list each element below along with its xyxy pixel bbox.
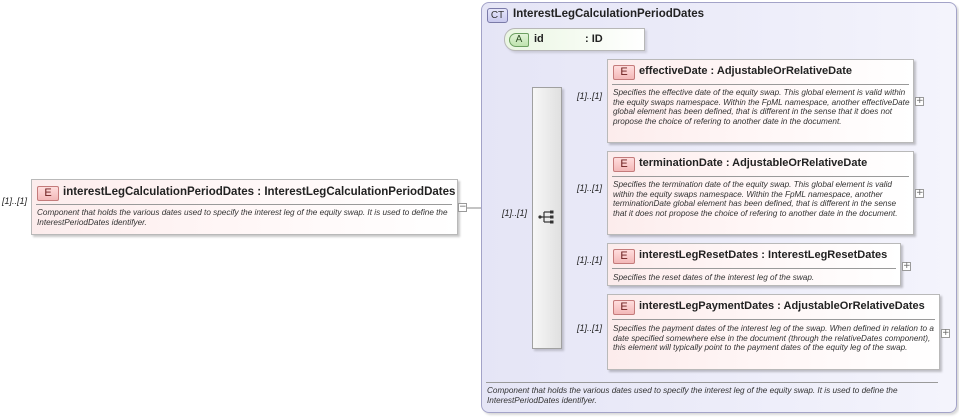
expand-icon[interactable]: + — [902, 261, 911, 271]
root-element-title: interestLegCalculationPeriodDates : Inte… — [63, 186, 455, 198]
child-multiplicity: [1]..[1] — [577, 183, 603, 193]
expand-icon[interactable]: + — [915, 188, 924, 198]
element-terminationDate[interactable]: E terminationDate : AdjustableOrRelative… — [607, 151, 914, 235]
divider — [612, 84, 909, 85]
element-description: Specifies the effective date of the equi… — [613, 88, 910, 126]
element-name: interestLegResetDates — [639, 249, 759, 261]
element-name: effectiveDate — [639, 65, 708, 77]
element-name: terminationDate — [639, 157, 723, 169]
complex-type-badge-icon: CT — [487, 8, 508, 23]
element-badge-icon: E — [613, 249, 635, 264]
element-badge-icon: E — [613, 65, 635, 80]
element-name: interestLegPaymentDates — [639, 300, 775, 312]
type-separator: : — [777, 300, 781, 312]
attribute-type: ID — [591, 33, 603, 45]
element-type: AdjustableOrRelativeDate — [732, 157, 868, 169]
attribute-id-box[interactable]: A id : ID — [504, 28, 645, 51]
divider — [612, 319, 935, 320]
element-badge-icon: E — [37, 186, 59, 201]
element-effectiveDate[interactable]: E effectiveDate : AdjustableOrRelativeDa… — [607, 59, 914, 143]
collapse-icon[interactable]: − — [458, 202, 467, 212]
divider — [612, 268, 896, 269]
type-separator: : — [257, 186, 262, 198]
element-title: interestLegResetDates : InterestLegReset… — [639, 249, 887, 261]
element-badge-icon: E — [613, 157, 635, 172]
type-separator: : — [585, 33, 589, 45]
complex-type-description: Component that holds the various dates u… — [487, 386, 898, 405]
child-multiplicity: [1]..[1] — [577, 255, 603, 265]
sequence-multiplicity: [1]..[1] — [502, 208, 528, 218]
attribute-type-label: : ID — [585, 33, 603, 45]
element-title: effectiveDate : AdjustableOrRelativeDate — [639, 65, 852, 77]
element-title: terminationDate : AdjustableOrRelativeDa… — [639, 157, 867, 169]
element-interestLegResetDates[interactable]: E interestLegResetDates : InterestLegRes… — [607, 243, 901, 286]
complex-type-title: InterestLegCalculationPeriodDates — [513, 8, 705, 20]
root-element-type: InterestLegCalculationPeriodDates — [264, 186, 456, 198]
expand-icon[interactable]: + — [915, 96, 924, 106]
child-multiplicity: [1]..[1] — [577, 323, 603, 333]
sequence-icon — [538, 210, 554, 224]
child-multiplicity: [1]..[1] — [577, 91, 603, 101]
divider — [612, 176, 909, 177]
root-element-description: Component that holds the various dates u… — [37, 208, 448, 227]
type-separator: : — [725, 157, 730, 169]
element-type: InterestLegResetDates — [768, 249, 888, 261]
attribute-name: id — [534, 33, 544, 45]
element-description: Specifies the reset dates of the interes… — [613, 273, 815, 282]
divider — [36, 204, 452, 205]
element-description: Specifies the termination date of the eq… — [613, 180, 898, 218]
attribute-badge-icon: A — [509, 33, 529, 47]
type-separator: : — [761, 249, 765, 261]
root-element-name: interestLegCalculationPeriodDates — [63, 186, 255, 198]
root-multiplicity: [1]..[1] — [2, 196, 28, 206]
root-element-box[interactable]: E interestLegCalculationPeriodDates : In… — [31, 179, 458, 235]
expand-icon[interactable]: + — [941, 328, 950, 338]
element-type: AdjustableOrRelativeDates — [783, 300, 925, 312]
element-title: interestLegPaymentDates : AdjustableOrRe… — [639, 300, 925, 312]
element-description: Specifies the payment dates of the inter… — [613, 324, 934, 352]
divider — [486, 382, 938, 383]
element-type: AdjustableOrRelativeDate — [716, 65, 852, 77]
type-separator: : — [710, 65, 715, 77]
element-badge-icon: E — [613, 300, 635, 315]
sequence-compositor[interactable] — [532, 87, 562, 349]
element-interestLegPaymentDates[interactable]: E interestLegPaymentDates : AdjustableOr… — [607, 294, 940, 370]
